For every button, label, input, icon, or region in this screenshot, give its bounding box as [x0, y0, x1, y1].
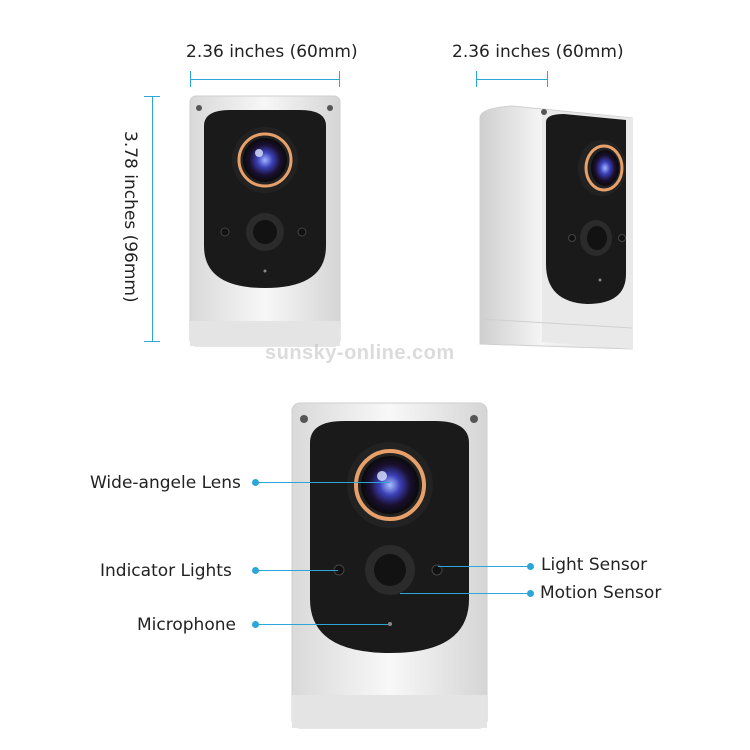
height-line [152, 96, 153, 342]
callout-lens-line [258, 482, 390, 483]
camera-side-angle [479, 105, 633, 350]
front-width-tick-left [190, 71, 191, 87]
camera-front-small [189, 95, 341, 347]
front-width-tick-right [339, 71, 340, 87]
callout-lens-label: Wide-angele Lens [90, 473, 241, 493]
front-width-line [190, 79, 340, 80]
callout-light-sensor-dot [527, 563, 534, 570]
callout-indicator-dot [252, 567, 259, 574]
callout-indicator-label: Indicator Lights [100, 561, 232, 581]
callout-microphone-label: Microphone [137, 615, 236, 635]
height-label: 3.78 inches (96mm) [120, 131, 140, 303]
side-width-tick-left [476, 71, 477, 87]
callout-microphone-line [258, 624, 388, 625]
callout-motion-sensor-dot [527, 590, 534, 597]
side-width-line [476, 79, 548, 80]
height-tick-bottom [144, 341, 160, 342]
watermark: sunsky-online.com [265, 342, 455, 364]
callout-indicator-line [258, 570, 338, 571]
side-width-tick-right [547, 71, 548, 87]
height-tick-top [144, 96, 160, 97]
callout-light-sensor-line [438, 566, 528, 567]
callout-light-sensor-label: Light Sensor [541, 555, 648, 575]
side-width-label: 2.36 inches (60mm) [452, 42, 624, 62]
callout-microphone-dot [252, 621, 259, 628]
callout-motion-sensor-line [400, 593, 528, 594]
callout-lens-dot [252, 479, 259, 486]
callout-motion-sensor-label: Motion Sensor [540, 583, 662, 603]
front-width-label: 2.36 inches (60mm) [186, 42, 358, 62]
camera-front-large [291, 402, 488, 729]
